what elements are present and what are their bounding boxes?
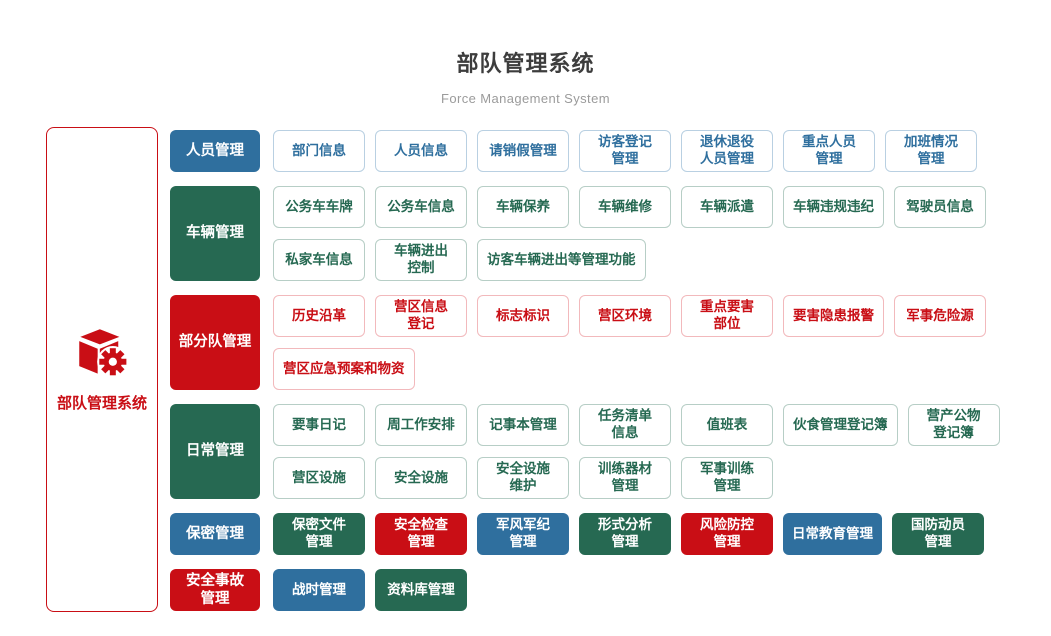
feature-row: 部分队管理历史沿革营区信息 登记标志标识营区环境重点要害 部位要害隐患报警军事危… xyxy=(170,295,1000,390)
feature-row: 日常管理要事日记周工作安排记事本管理任务清单 信息值班表伙食管理登记簿营产公物 … xyxy=(170,404,1000,499)
feature-box: 国防动员 管理 xyxy=(892,513,984,555)
feature-box: 退休退役 人员管理 xyxy=(681,130,773,172)
feature-box: 访客登记 管理 xyxy=(579,130,671,172)
cube-gear-icon xyxy=(73,326,131,383)
feature-box: 车辆进出 控制 xyxy=(375,239,467,281)
feature-box: 伙食管理登记簿 xyxy=(783,404,898,446)
feature-box: 军风军纪 管理 xyxy=(477,513,569,555)
category-box: 安全事故 管理 xyxy=(170,569,260,611)
feature-box: 加班情况 管理 xyxy=(885,130,977,172)
feature-box: 驾驶员信息 xyxy=(894,186,986,228)
feature-box: 车辆维修 xyxy=(579,186,671,228)
feature-box: 标志标识 xyxy=(477,295,569,337)
feature-box: 部门信息 xyxy=(273,130,365,172)
feature-box: 周工作安排 xyxy=(375,404,467,446)
feature-lines: 公务车车牌公务车信息车辆保养车辆维修车辆派遣车辆违规违纪驾驶员信息私家车信息车辆… xyxy=(273,186,986,281)
page-header: 部队管理系统 Force Management System xyxy=(0,46,1051,106)
feature-lines: 保密文件 管理安全检查 管理军风军纪 管理形式分析 管理风险防控 管理日常教育管… xyxy=(273,513,984,555)
feature-box: 营区设施 xyxy=(273,457,365,499)
category-box: 车辆管理 xyxy=(170,186,260,281)
feature-box: 保密文件 管理 xyxy=(273,513,365,555)
feature-box: 军事训练 管理 xyxy=(681,457,773,499)
feature-box: 要害隐患报警 xyxy=(783,295,884,337)
feature-box: 要事日记 xyxy=(273,404,365,446)
feature-box: 营区环境 xyxy=(579,295,671,337)
feature-line: 部门信息人员信息请销假管理访客登记 管理退休退役 人员管理重点人员 管理加班情况… xyxy=(273,130,977,172)
feature-lines: 战时管理资料库管理 xyxy=(273,569,467,611)
feature-box: 军事危险源 xyxy=(894,295,986,337)
feature-box: 训练器材 管理 xyxy=(579,457,671,499)
feature-lines: 历史沿革营区信息 登记标志标识营区环境重点要害 部位要害隐患报警军事危险源营区应… xyxy=(273,295,986,390)
feature-box: 车辆派遣 xyxy=(681,186,773,228)
feature-line: 战时管理资料库管理 xyxy=(273,569,467,611)
feature-line: 要事日记周工作安排记事本管理任务清单 信息值班表伙食管理登记簿营产公物 登记簿 xyxy=(273,404,1000,446)
feature-line: 营区设施安全设施安全设施 维护训练器材 管理军事训练 管理 xyxy=(273,457,1000,499)
feature-box: 安全检查 管理 xyxy=(375,513,467,555)
feature-line: 历史沿革营区信息 登记标志标识营区环境重点要害 部位要害隐患报警军事危险源 xyxy=(273,295,986,337)
feature-box: 营区信息 登记 xyxy=(375,295,467,337)
page-subtitle: Force Management System xyxy=(441,91,610,106)
feature-box: 安全设施 xyxy=(375,457,467,499)
feature-box: 安全设施 维护 xyxy=(477,457,569,499)
page-title: 部队管理系统 xyxy=(456,51,595,76)
feature-box: 资料库管理 xyxy=(375,569,467,611)
feature-box: 值班表 xyxy=(681,404,773,446)
feature-box: 车辆违规违纪 xyxy=(783,186,884,228)
feature-box: 战时管理 xyxy=(273,569,365,611)
feature-row: 车辆管理公务车车牌公务车信息车辆保养车辆维修车辆派遣车辆违规违纪驾驶员信息私家车… xyxy=(170,186,1000,281)
feature-rows: 人员管理部门信息人员信息请销假管理访客登记 管理退休退役 人员管理重点人员 管理… xyxy=(170,130,1000,611)
category-box: 日常管理 xyxy=(170,404,260,499)
feature-box: 营区应急预案和物资 xyxy=(273,348,415,390)
category-box: 部分队管理 xyxy=(170,295,260,390)
feature-box: 人员信息 xyxy=(375,130,467,172)
feature-line: 保密文件 管理安全检查 管理军风军纪 管理形式分析 管理风险防控 管理日常教育管… xyxy=(273,513,984,555)
feature-line: 营区应急预案和物资 xyxy=(273,348,986,390)
system-root-label: 部队管理系统 xyxy=(56,395,147,412)
feature-box: 风险防控 管理 xyxy=(681,513,773,555)
feature-row: 人员管理部门信息人员信息请销假管理访客登记 管理退休退役 人员管理重点人员 管理… xyxy=(170,130,1000,172)
feature-box: 重点要害 部位 xyxy=(681,295,773,337)
feature-box: 历史沿革 xyxy=(273,295,365,337)
feature-lines: 部门信息人员信息请销假管理访客登记 管理退休退役 人员管理重点人员 管理加班情况… xyxy=(273,130,977,172)
feature-lines: 要事日记周工作安排记事本管理任务清单 信息值班表伙食管理登记簿营产公物 登记簿营… xyxy=(273,404,1000,499)
category-box: 人员管理 xyxy=(170,130,260,172)
feature-box: 日常教育管理 xyxy=(783,513,882,555)
feature-box: 访客车辆进出等管理功能 xyxy=(477,239,646,281)
feature-box: 记事本管理 xyxy=(477,404,569,446)
feature-line: 私家车信息车辆进出 控制访客车辆进出等管理功能 xyxy=(273,239,986,281)
feature-box: 请销假管理 xyxy=(477,130,569,172)
feature-box: 形式分析 管理 xyxy=(579,513,671,555)
feature-row: 保密管理保密文件 管理安全检查 管理军风军纪 管理形式分析 管理风险防控 管理日… xyxy=(170,513,1000,555)
feature-box: 营产公物 登记簿 xyxy=(907,404,1000,446)
feature-line: 公务车车牌公务车信息车辆保养车辆维修车辆派遣车辆违规违纪驾驶员信息 xyxy=(273,186,986,228)
feature-box: 私家车信息 xyxy=(273,239,365,281)
category-box: 保密管理 xyxy=(170,513,260,555)
feature-row: 安全事故 管理战时管理资料库管理 xyxy=(170,569,1000,611)
feature-box: 任务清单 信息 xyxy=(579,404,671,446)
system-root-panel: 部队管理系统 xyxy=(46,127,158,612)
feature-box: 重点人员 管理 xyxy=(783,130,875,172)
feature-box: 公务车车牌 xyxy=(273,186,365,228)
feature-box: 公务车信息 xyxy=(375,186,467,228)
feature-box: 车辆保养 xyxy=(477,186,569,228)
